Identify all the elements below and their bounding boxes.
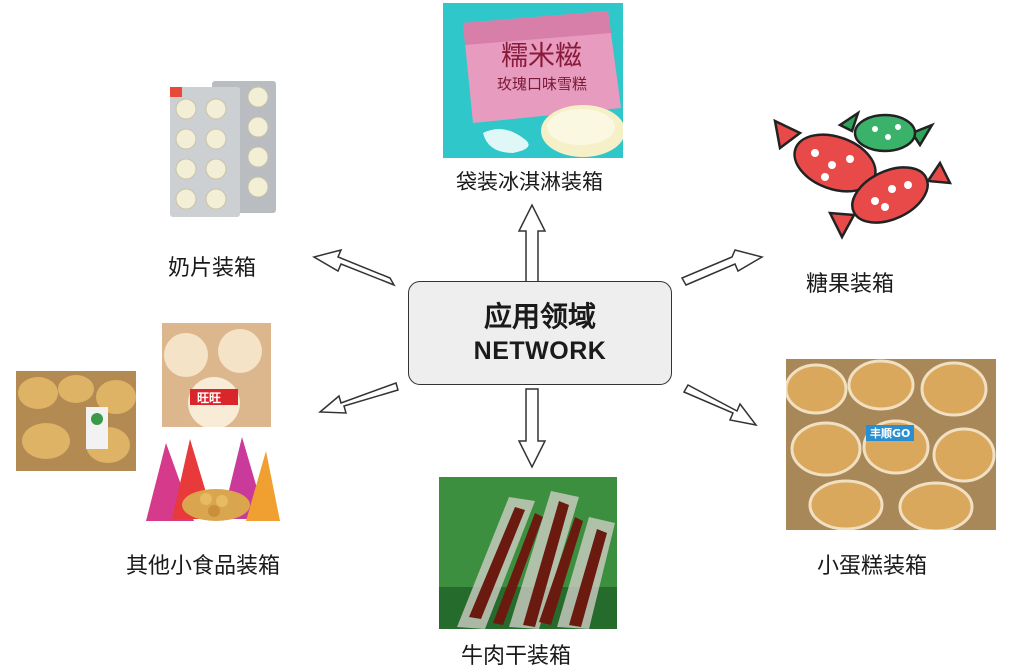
snack-brand-text: 旺旺 — [197, 391, 221, 405]
triangle-snack-image — [142, 433, 282, 523]
center-subtitle: NETWORK — [473, 337, 607, 365]
snack-packs-image — [16, 371, 136, 471]
icecream-flavor-text: 玫瑰口味雪糕 — [497, 75, 587, 93]
cake-brand-text: 丰顺GO — [870, 426, 910, 440]
label-milk-tablet: 奶片装箱 — [168, 256, 257, 281]
arrow-lower-left — [318, 382, 399, 414]
arrow-lower-right — [682, 383, 758, 427]
candy-image — [770, 103, 952, 243]
icecream-brand-text: 糯米糍 — [501, 41, 582, 72]
arrow-upper-left — [312, 248, 396, 287]
icecream-bag-image: 糯米糍 玫瑰口味雪糕 — [443, 3, 623, 158]
label-small-cakes: 小蛋糕装箱 — [817, 554, 928, 579]
milk-tablet-image — [168, 77, 278, 219]
center-title: 应用领域 — [483, 300, 596, 333]
small-cakes-image: 丰顺GO — [786, 359, 996, 530]
center-node: 应用领域 NETWORK — [408, 281, 672, 385]
label-candy: 糖果装箱 — [806, 272, 895, 297]
beef-jerky-image — [439, 477, 617, 629]
label-icecream: 袋装冰淇淋装箱 — [456, 170, 603, 194]
label-beef-jerky: 牛肉干装箱 — [461, 644, 572, 669]
arrow-down — [517, 388, 547, 469]
arrow-up — [517, 203, 547, 283]
label-other-snacks: 其他小食品装箱 — [126, 554, 281, 579]
arrow-upper-right — [680, 249, 764, 286]
rice-cracker-image: 旺旺 — [162, 323, 271, 427]
